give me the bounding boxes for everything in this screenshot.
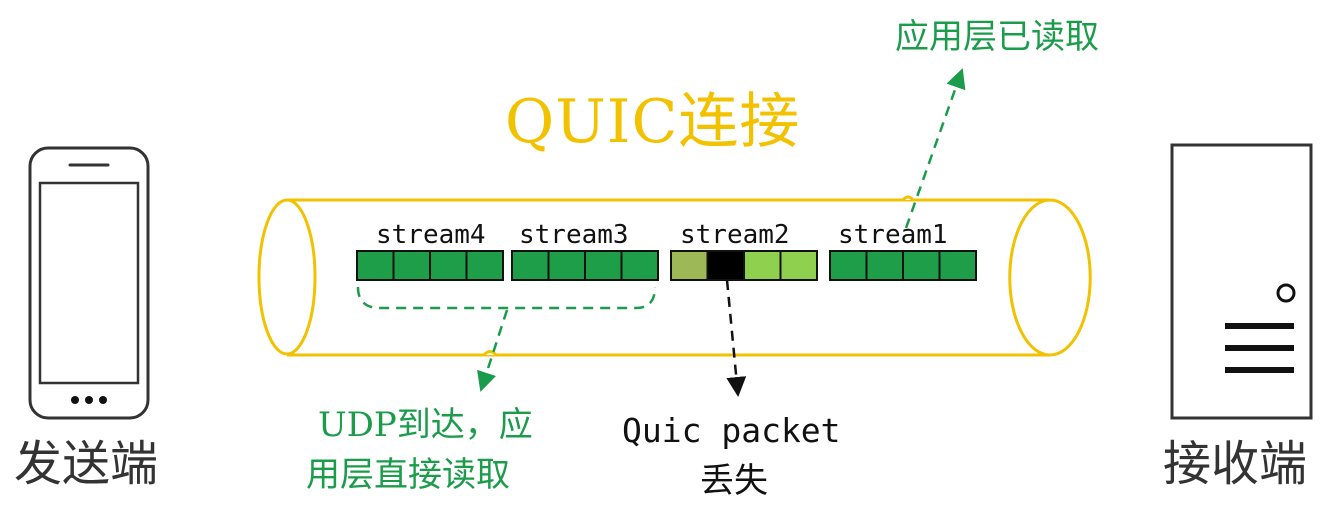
quic-pipe — [257, 195, 1092, 357]
delivered-bracket — [356, 286, 657, 310]
udp-direct-note-line1: UDP到达，应 — [318, 405, 533, 445]
packet-stream2-1 — [670, 250, 709, 281]
packet-stream2-2 — [706, 250, 745, 281]
server-icon — [1170, 143, 1313, 420]
packet-stream4-1 — [356, 250, 395, 281]
packet-stream2-4 — [779, 250, 818, 281]
packet-stream3-1 — [511, 250, 550, 281]
packet-stream3-2 — [547, 250, 586, 281]
packet-stream1-3 — [902, 250, 941, 281]
packet-lost-note-line1: Quic packet — [622, 411, 841, 450]
packet-stream2-3 — [743, 250, 782, 281]
packet-lost-arrow — [725, 279, 747, 397]
stream-label-3: stream3 — [519, 220, 629, 250]
stream-label-4: stream4 — [376, 220, 486, 250]
packet-stream3-3 — [584, 250, 623, 281]
connection-title: QUIC连接 — [505, 87, 801, 157]
app-read-arrow — [904, 68, 966, 229]
stream-label-1: stream1 — [838, 220, 948, 250]
stream-label-2: stream2 — [680, 220, 790, 250]
smartphone-icon — [28, 146, 150, 420]
udp-direct-arrow — [477, 309, 509, 392]
packet-stream1-4 — [938, 250, 977, 281]
stream-packets — [356, 250, 977, 281]
packet-stream4-3 — [429, 250, 468, 281]
app-read-note: 应用层已读取 — [895, 17, 1099, 57]
receiver-label: 接收端 — [1163, 436, 1308, 492]
packet-stream3-4 — [620, 250, 659, 281]
packet-stream1-2 — [865, 250, 904, 281]
sender-label: 发送端 — [14, 436, 159, 492]
packet-stream4-2 — [392, 250, 431, 281]
packet-stream4-4 — [465, 250, 504, 281]
udp-direct-note-line2: 用层直接读取 — [306, 455, 510, 495]
packet-stream1-1 — [829, 250, 868, 281]
packet-lost-note-line2: 丢失 — [700, 461, 768, 501]
